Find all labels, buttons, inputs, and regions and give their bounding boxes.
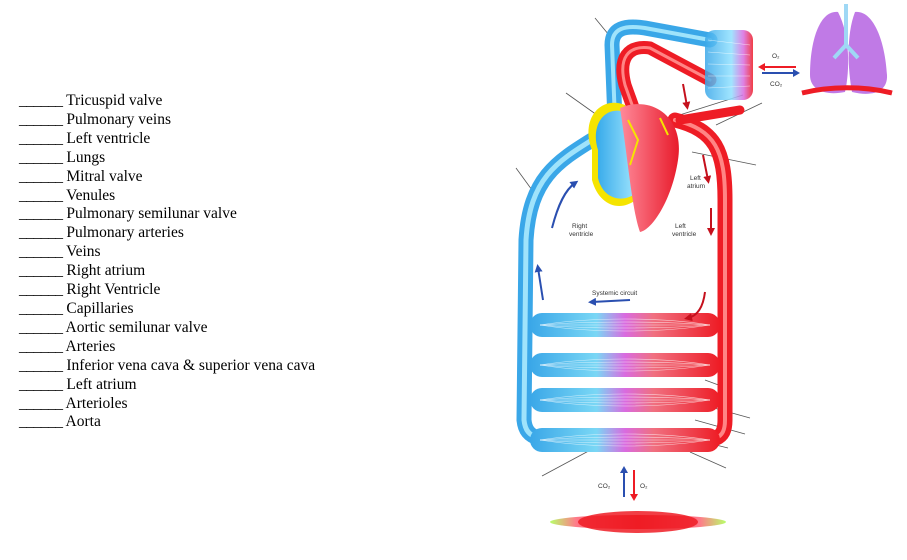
term-label: Left ventricle	[66, 129, 151, 147]
answer-blank: ______	[19, 243, 63, 261]
term-label: Tricuspid valve	[66, 92, 163, 109]
term-item: ______ Inferior vena cava & superior ven…	[19, 357, 315, 376]
term-item: ______ Veins	[19, 243, 315, 262]
answer-blank: ______	[19, 413, 63, 431]
term-item: ______ Arterioles	[19, 395, 315, 414]
term-label: Veins	[66, 243, 101, 261]
term-list: ______ Tricuspid valve______ Pulmonary v…	[19, 92, 315, 432]
term-label: Mitral valve	[66, 167, 143, 185]
answer-blank: ______	[19, 394, 63, 412]
left-atrium-label-line2: atrium	[687, 183, 705, 190]
term-item: ______ Left atrium	[19, 376, 315, 395]
term-label: Arteries	[65, 337, 116, 355]
answer-blank: ______	[19, 356, 63, 374]
term-item: ______ Right atrium	[19, 262, 315, 281]
term-item: ______ Right Ventricle	[19, 281, 315, 300]
answer-blank: ______	[19, 92, 63, 109]
heart	[588, 102, 679, 232]
term-item: ______ Pulmonary veins	[19, 111, 315, 130]
lung-capillary-bed	[705, 30, 753, 100]
left-ventricle-label-line1: Left	[675, 223, 686, 230]
right-ventricle-label-line1: Right	[572, 223, 587, 230]
term-item: ______ Mitral valve	[19, 168, 315, 187]
answer-blank: ______	[19, 148, 63, 166]
answer-blank: ______	[19, 205, 63, 223]
circulatory-diagram: Left atrium Right ventricle Left ventric…	[515, 4, 893, 533]
capillary-bed	[530, 353, 720, 377]
answer-blank: ______	[19, 281, 63, 299]
flow-arrows	[534, 83, 715, 322]
term-item: ______ Capillaries	[19, 300, 315, 319]
lung-o2-label: O₂	[772, 53, 780, 60]
answer-blank: ______	[19, 375, 63, 393]
term-item: ______ Pulmonary arteries	[19, 224, 315, 243]
answer-blank: ______	[19, 167, 63, 185]
answer-blank: ______	[19, 262, 63, 280]
answer-blank: ______	[19, 110, 63, 128]
answer-blank: ______	[19, 337, 63, 355]
lungs-illustration	[801, 4, 893, 96]
answer-blank: ______	[19, 318, 63, 336]
term-item: ______ Left ventricle	[19, 130, 315, 149]
term-item: ______ Aortic semilunar valve	[19, 319, 315, 338]
term-label: Inferior vena cava & superior vena cava	[66, 356, 316, 374]
term-label: Arterioles	[65, 394, 128, 412]
term-label: Capillaries	[66, 299, 134, 317]
left-atrium-label-line1: Left	[690, 175, 701, 182]
term-label: Left atrium	[66, 375, 137, 393]
answer-blank: ______	[19, 186, 63, 204]
tissue-co2-label: CO₂	[598, 483, 611, 490]
term-item: ______ Lungs	[19, 149, 315, 168]
term-label: Venules	[66, 186, 116, 204]
capillary-bed	[530, 388, 720, 412]
term-label: Aorta	[65, 413, 101, 431]
term-item: ______ Aorta	[19, 413, 315, 432]
term-label: Pulmonary veins	[66, 110, 171, 128]
term-label: Pulmonary semilunar valve	[66, 205, 237, 223]
lung-gas-exchange-arrows	[758, 63, 800, 77]
tissue-gas-exchange-arrows	[620, 466, 638, 501]
term-item: ______ Venules	[19, 187, 315, 206]
tissue-o2-label: O₂	[640, 483, 648, 490]
term-label: Right atrium	[66, 262, 146, 280]
body-tissue	[550, 511, 726, 533]
term-item: ______ Arteries	[19, 338, 315, 357]
capillary-bed	[530, 428, 720, 452]
term-item: ______ Pulmonary semilunar valve	[19, 205, 315, 224]
right-ventricle-label-line2: ventricle	[569, 231, 594, 238]
pulmonary-artery-vessel	[604, 19, 718, 128]
term-label: Right Ventricle	[66, 281, 161, 299]
term-label: Pulmonary arteries	[66, 224, 184, 242]
term-label: Lungs	[66, 148, 106, 166]
answer-blank: ______	[19, 129, 63, 147]
term-item: ______ Tricuspid valve	[19, 92, 315, 111]
pulmonary-vein-vessel	[616, 41, 745, 162]
lung-co2-label: CO₂	[770, 81, 783, 88]
capillary-beds	[530, 313, 720, 452]
systemic-circuit-label: Systemic circuit	[592, 290, 637, 297]
answer-blank: ______	[19, 299, 63, 317]
answer-blank: ______	[19, 224, 63, 242]
left-ventricle-label-line2: ventricle	[672, 231, 697, 238]
term-label: Aortic semilunar valve	[65, 318, 208, 336]
capillary-bed	[530, 313, 720, 337]
